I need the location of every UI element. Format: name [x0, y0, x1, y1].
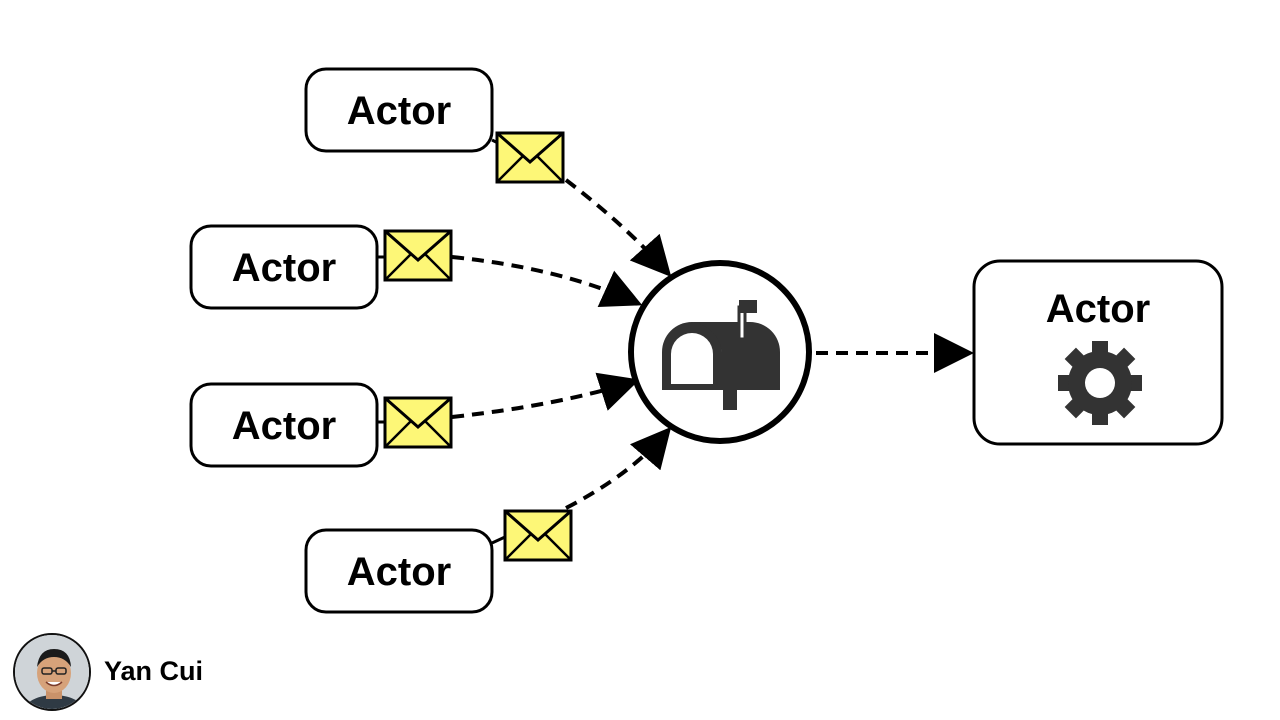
message-arrow-1 [564, 178, 672, 277]
sender-actor-label: Actor [232, 404, 336, 448]
gear-icon [1058, 341, 1142, 425]
receiver-actor-label: Actor [1046, 287, 1150, 331]
envelope-icon [503, 509, 573, 562]
author-avatar [13, 633, 91, 711]
envelope-icon [383, 396, 453, 449]
sender-actor-label: Actor [347, 89, 451, 133]
envelope-icon [495, 131, 565, 184]
sender-actor-label: Actor [232, 246, 336, 290]
message-arrow-4 [565, 426, 672, 510]
sender-actor-1: Actor [304, 67, 494, 153]
message-arrow-2 [451, 255, 643, 308]
sender-actor-4: Actor [304, 528, 494, 614]
message-arrow-3 [451, 372, 640, 419]
sender-actor-2: Actor [189, 224, 379, 310]
mailbox-node [628, 260, 812, 444]
sender-actor-3: Actor [189, 382, 379, 468]
sender-actor-label: Actor [347, 550, 451, 594]
envelope-icon [383, 229, 453, 282]
mailbox-icon [662, 300, 780, 410]
receiver-actor: Actor [972, 259, 1224, 446]
author-name: Yan Cui [104, 656, 204, 686]
